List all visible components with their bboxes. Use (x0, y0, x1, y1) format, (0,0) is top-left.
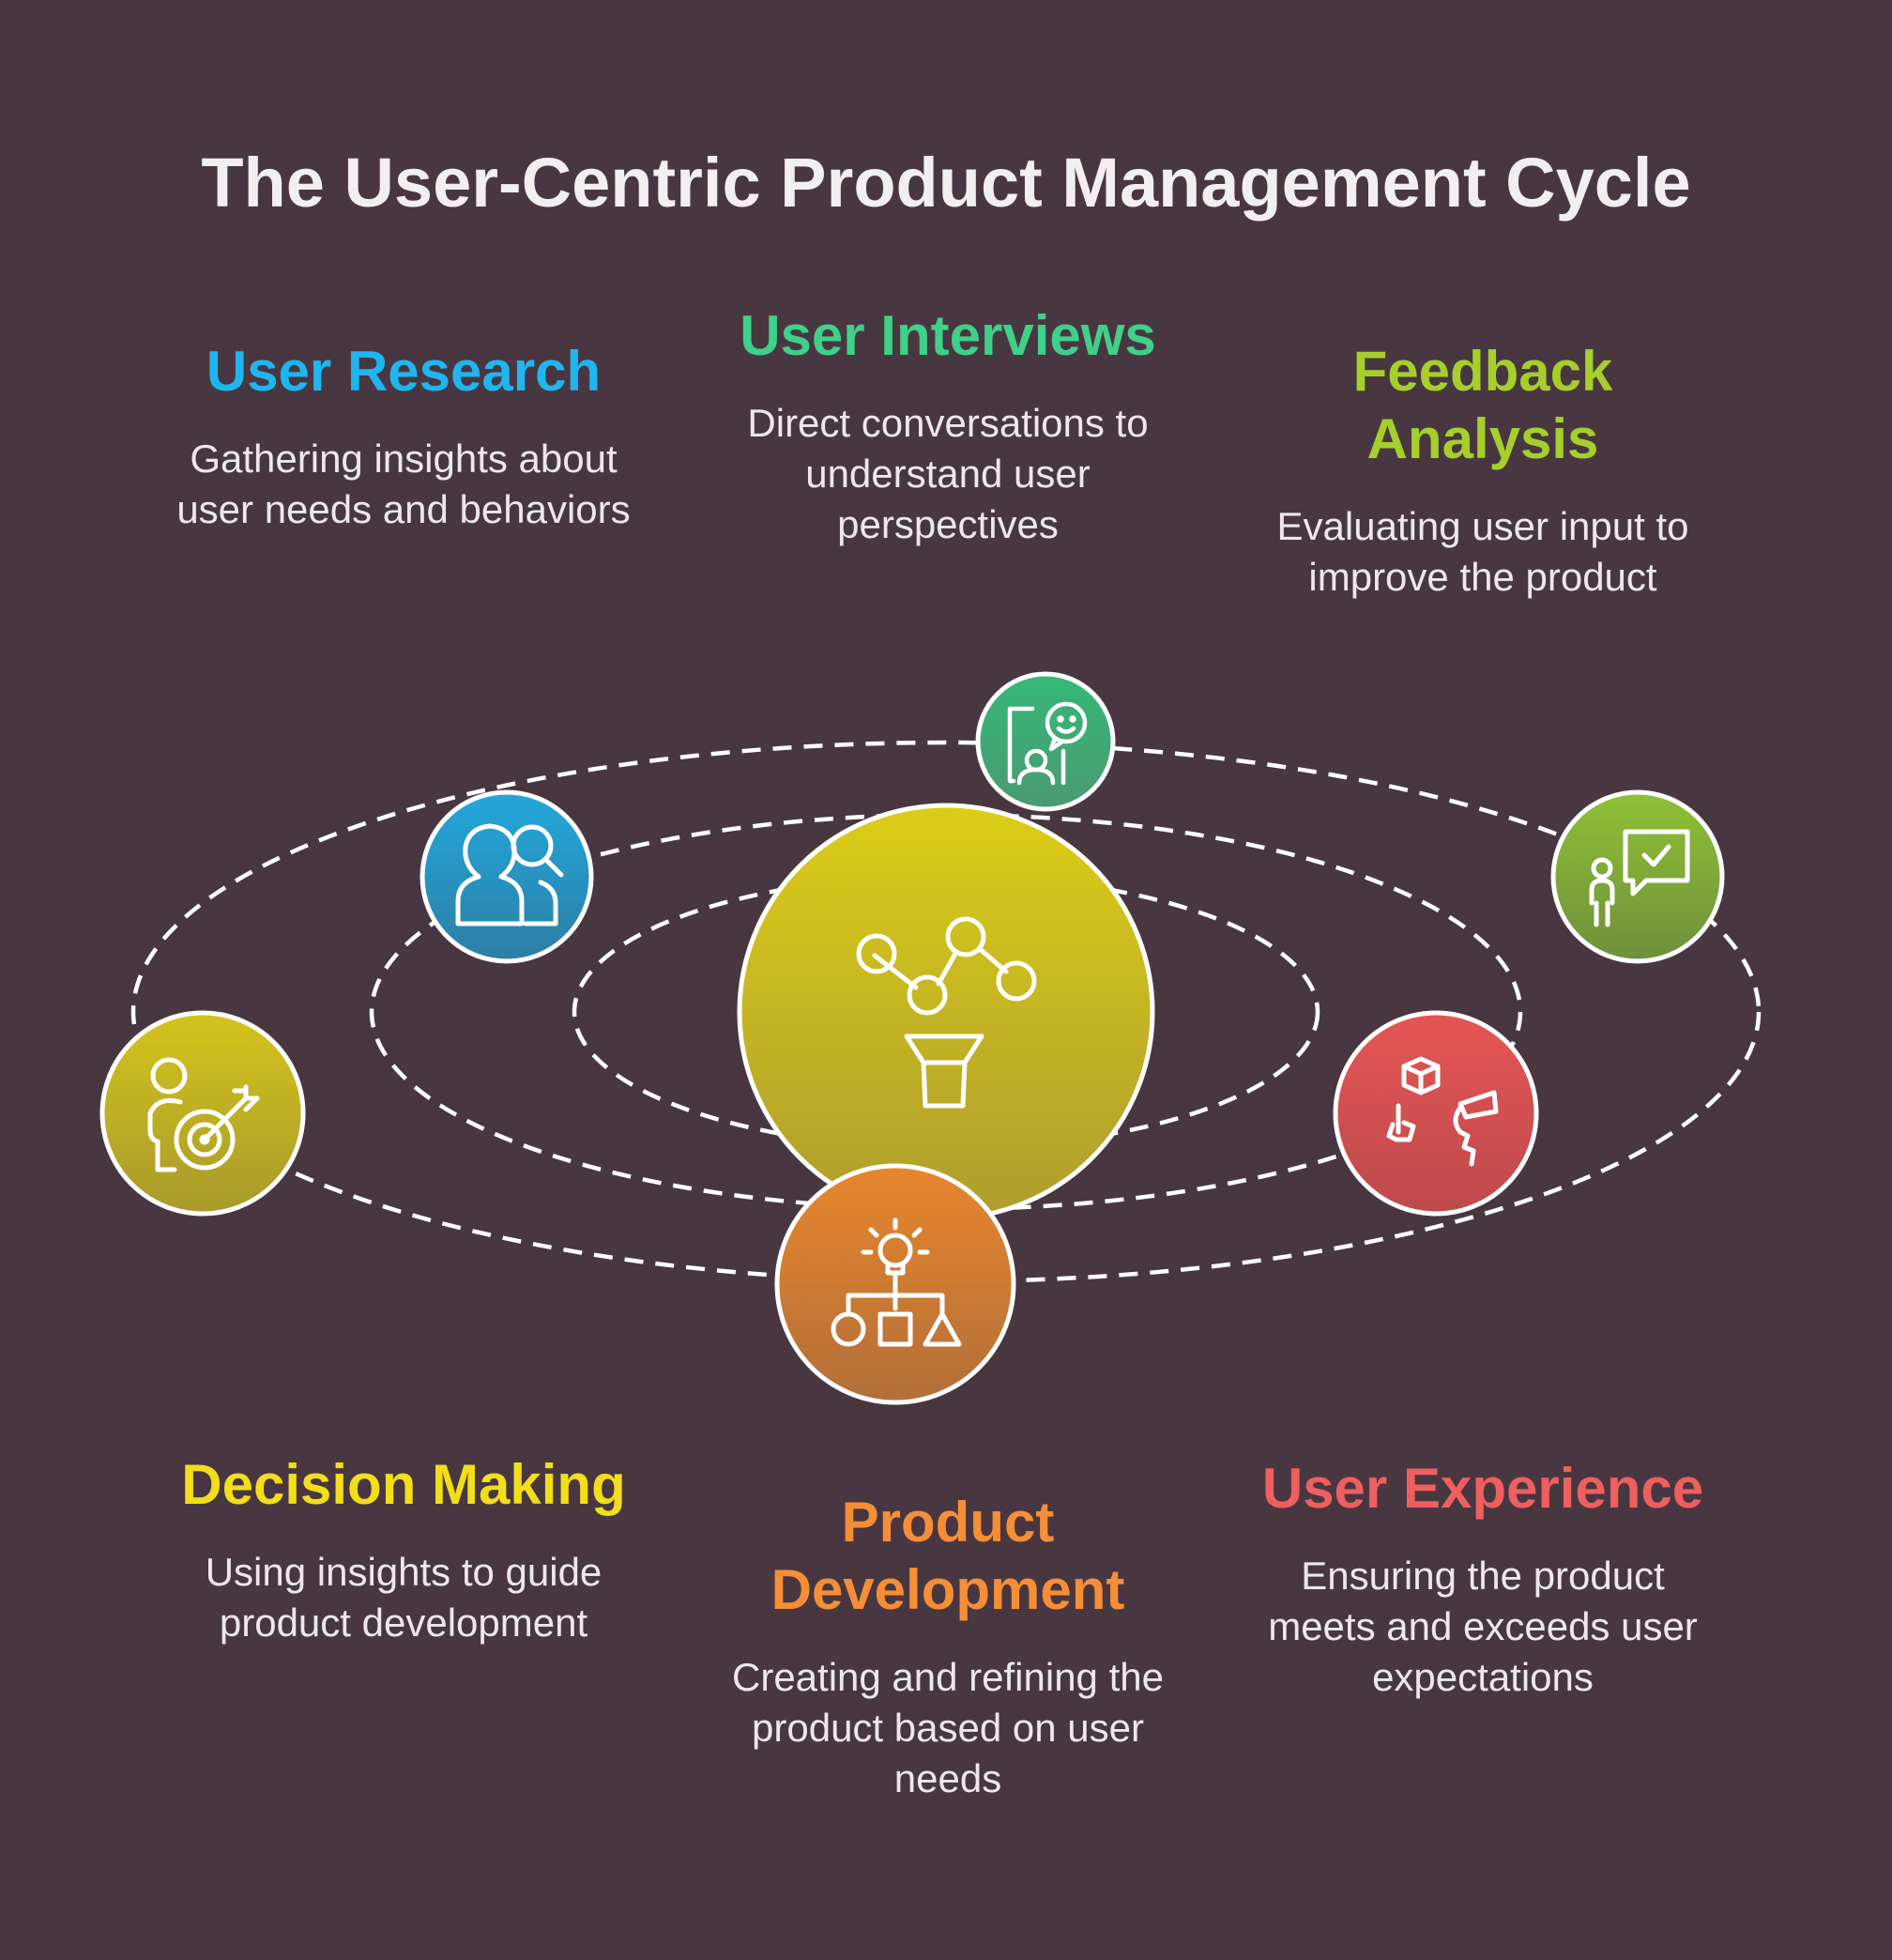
stage-feedback-analysis: Feedback Analysis Evaluating user input … (1229, 338, 1736, 603)
stage-description: Gathering insights about user needs and … (176, 436, 631, 531)
stage-description: Creating and refining the product based … (732, 1655, 1164, 1800)
data-funnel-icon (856, 916, 1037, 1109)
stage-description: Using insights to guide product developm… (205, 1550, 603, 1645)
stage-description: Direct conversations to understand user … (747, 401, 1149, 546)
user-experience-icon (1386, 1056, 1499, 1167)
node-user-research (420, 789, 594, 964)
stage-title: Product Development (771, 1491, 1125, 1621)
stage-user-interviews: User Interviews Direct conversations to … (694, 302, 1201, 550)
user-interviews-icon (1007, 701, 1088, 786)
center-node (737, 803, 1155, 1221)
stage-title: User Experience (1261, 1457, 1704, 1520)
stage-description: Ensuring the product meets and exceeds u… (1268, 1554, 1698, 1699)
decision-making-icon (147, 1057, 260, 1172)
stage-title: User Research (206, 340, 602, 403)
product-development-icon (831, 1217, 962, 1347)
node-product-development (774, 1163, 1016, 1405)
stage-description: Evaluating user input to improve the pro… (1276, 504, 1689, 599)
node-user-interviews (975, 671, 1116, 812)
stage-title: User Interviews (740, 304, 1156, 367)
stage-product-development: Product Development Creating and refinin… (694, 1489, 1201, 1804)
node-user-experience (1333, 1010, 1539, 1217)
stage-decision-making: Decision Making Using insights to guide … (150, 1451, 657, 1648)
stage-user-experience: User Experience Ensuring the product mee… (1229, 1455, 1736, 1703)
stage-title: Feedback Analysis (1352, 340, 1613, 470)
node-feedback-analysis (1550, 789, 1725, 964)
page-title: The User-Centric Product Management Cycl… (201, 144, 1691, 222)
node-decision-making (99, 1010, 306, 1217)
user-research-icon (455, 823, 564, 926)
stage-user-research: User Research Gathering insights about u… (150, 338, 657, 535)
stage-title: Decision Making (181, 1453, 626, 1516)
feedback-analysis-icon (1589, 829, 1690, 927)
